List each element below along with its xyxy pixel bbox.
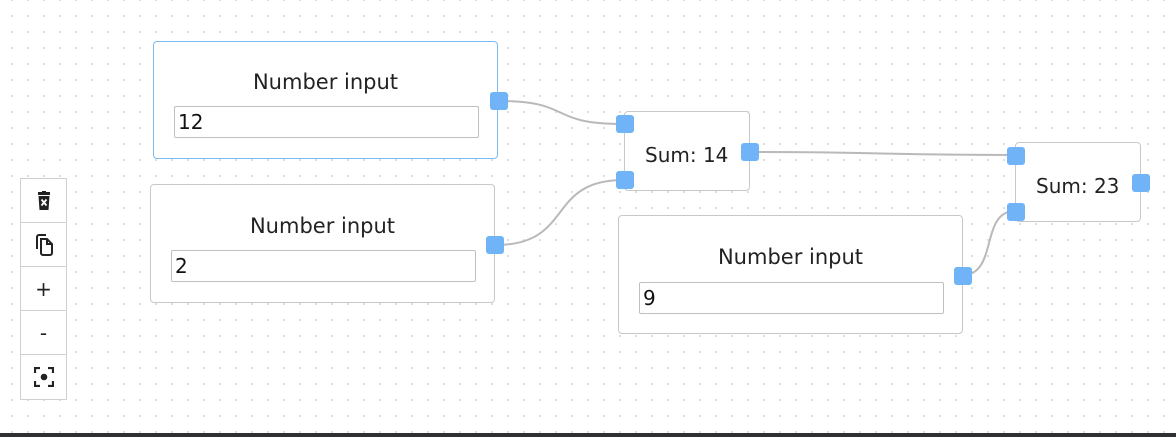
input-port-a[interactable] bbox=[616, 115, 634, 133]
zoom-in-label: + bbox=[35, 276, 52, 301]
sum-label: Sum: 14 bbox=[645, 143, 729, 167]
number-input-node[interactable]: Number input bbox=[618, 215, 972, 334]
input-port-b[interactable] bbox=[1007, 203, 1025, 221]
output-port[interactable] bbox=[486, 236, 504, 254]
sum-node[interactable]: Sum: 23 bbox=[1007, 142, 1150, 222]
editor-toolbar: + - bbox=[20, 178, 67, 400]
trash-icon bbox=[37, 190, 50, 210]
delete-button[interactable] bbox=[21, 179, 66, 223]
number-field[interactable] bbox=[639, 282, 944, 314]
fit-view-button[interactable] bbox=[21, 355, 66, 399]
number-field[interactable] bbox=[174, 106, 479, 138]
duplicate-button[interactable] bbox=[21, 223, 66, 267]
focus-icon bbox=[33, 367, 54, 387]
zoom-in-button[interactable]: + bbox=[21, 267, 66, 311]
edge-node2-to-sum1 bbox=[494, 179, 625, 246]
node-title: Number input bbox=[717, 245, 864, 269]
sum-node[interactable]: Sum: 14 bbox=[616, 111, 759, 191]
sum-label: Sum: 23 bbox=[1036, 174, 1120, 198]
input-port-b[interactable] bbox=[616, 171, 634, 189]
output-port[interactable] bbox=[490, 92, 508, 110]
number-field[interactable] bbox=[171, 250, 476, 282]
input-port-a[interactable] bbox=[1007, 147, 1025, 165]
copy-icon bbox=[35, 233, 53, 256]
edge-node3-to-sum2 bbox=[962, 210, 1016, 276]
number-input-node[interactable]: Number input bbox=[150, 184, 504, 303]
bottom-bar bbox=[0, 433, 1176, 437]
output-port[interactable] bbox=[954, 267, 972, 285]
edge-node1-to-sum1 bbox=[497, 100, 625, 125]
output-port[interactable] bbox=[741, 143, 759, 161]
zoom-out-label: - bbox=[39, 320, 48, 345]
number-input-node[interactable]: Number input bbox=[153, 41, 508, 159]
node-title: Number input bbox=[249, 214, 396, 238]
output-port[interactable] bbox=[1132, 174, 1150, 192]
node-title: Number input bbox=[252, 70, 399, 94]
edge-sum1-to-sum2 bbox=[749, 151, 1016, 156]
zoom-out-button[interactable]: - bbox=[21, 311, 66, 355]
